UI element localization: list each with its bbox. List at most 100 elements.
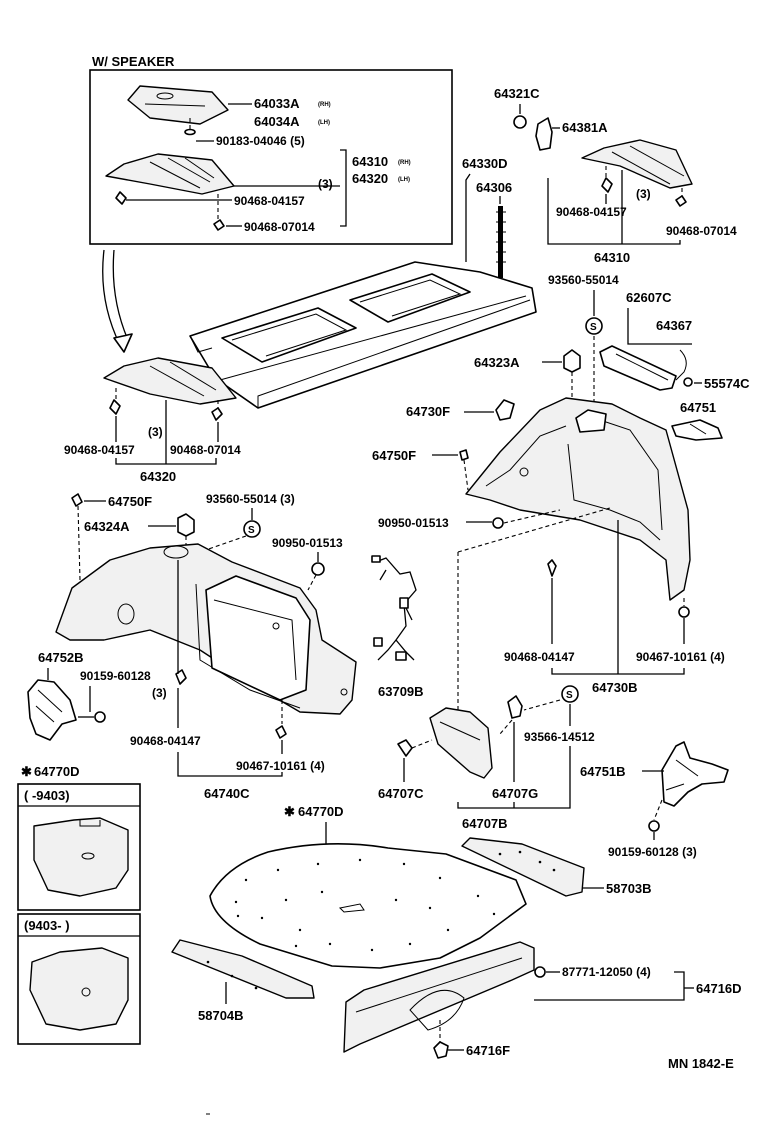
left-speaker-trim-part	[103, 357, 237, 405]
clip-part	[213, 219, 225, 231]
catalog-code: MN 1842-E	[668, 1056, 734, 1071]
floor-mat-early-part	[33, 817, 129, 897]
part-label-l64716d: 64716D	[696, 981, 742, 996]
trim-cover-part	[429, 707, 493, 779]
speaker-inset-frame	[89, 69, 453, 245]
part-label-qty3: (3)	[318, 177, 333, 191]
part-label-l93560b: 93560-55014 (3)	[206, 492, 295, 506]
part-label-l58704b: 58704B	[198, 1008, 244, 1023]
part-label-l64770d-box: 64770D	[34, 764, 80, 779]
mat-variant-box-early	[17, 783, 141, 911]
clip-part	[675, 195, 687, 207]
clip-part	[275, 725, 287, 739]
clip-part	[507, 695, 523, 719]
part-label-l-qty3: (3)	[148, 425, 163, 439]
inset-pointer-arrow	[102, 249, 129, 346]
part-label-l64707g: 64707G	[492, 786, 538, 801]
part-label-lh1: (LH)	[318, 120, 330, 126]
inset-title: W/ SPEAKER	[92, 54, 175, 69]
wire-harness-part	[375, 557, 417, 661]
clip-part	[459, 449, 469, 461]
floor-board-right-part	[461, 837, 585, 897]
part-label-l64751b: 64751B	[580, 764, 626, 779]
floor-mat-late-part	[29, 947, 129, 1031]
part-label-l90950b: 90950-01513	[378, 516, 449, 530]
part-label-l90159a-qty: (3)	[152, 686, 167, 700]
bolt-part	[94, 711, 106, 723]
part-label-l64707b: 64707B	[462, 816, 508, 831]
part-label-l64730b: 64730B	[592, 680, 638, 695]
clip-part	[433, 1041, 449, 1059]
svg-text:S: S	[590, 322, 597, 333]
s-clip-part	[561, 685, 579, 703]
svg-text:✱: ✱	[21, 764, 32, 779]
floor-board-left-part	[171, 939, 315, 999]
clip-part	[563, 349, 581, 373]
part-label-l93566: 93566-14512	[524, 730, 595, 744]
part-label-p64320: 64320	[352, 171, 388, 186]
clip-part	[71, 493, 83, 507]
screw-part	[513, 115, 527, 129]
part-label-l90467b: 90467-10161 (4)	[636, 650, 725, 664]
part-label-l64707c: 64707C	[378, 786, 424, 801]
part-label-l64320: 64320	[140, 469, 176, 484]
part-label-range2: (9403- )	[24, 918, 70, 933]
part-label-p64310: 64310	[352, 154, 388, 169]
part-label-l64751: 64751	[680, 400, 716, 415]
part-label-l64740c: 64740C	[204, 786, 250, 801]
part-label-l55574c: 55574C	[704, 376, 750, 391]
grommet-part	[184, 128, 196, 136]
part-label-l64321c: 64321C	[494, 86, 540, 101]
part-label-l58703b: 58703B	[606, 881, 652, 896]
left-quarter-trim-part	[55, 543, 357, 715]
lock-striker-bracket-part	[671, 419, 723, 441]
speaker-side-trim-part	[105, 153, 235, 195]
svg-text:✱: ✱	[284, 804, 295, 819]
part-label-l64323a: 64323A	[474, 355, 520, 370]
part-label-l90467a: 90467-10161 (4)	[236, 759, 325, 773]
clip-part	[115, 191, 127, 205]
clip-part	[397, 739, 413, 757]
svg-text:S: S	[248, 525, 255, 536]
bolt-part	[648, 820, 660, 832]
right-speaker-trim-part	[581, 139, 693, 189]
part-label-r-qty3: (3)	[636, 187, 651, 201]
part-label-l90950a: 90950-01513	[272, 536, 343, 550]
mat-rivet-dots	[234, 858, 496, 952]
part-label-r90468b: 90468-07014	[666, 224, 737, 238]
s-clip-part	[585, 317, 603, 335]
part-label-l90468c: 90468-04147	[130, 734, 201, 748]
clip-part	[211, 407, 223, 421]
part-label-range1: ( -9403)	[24, 788, 70, 803]
part-label-p90468b: 90468-07014	[244, 220, 315, 234]
nut-part	[492, 517, 504, 529]
part-label-l64324a: 64324A	[84, 519, 130, 534]
part-label-l64750f-l: 64750F	[108, 494, 152, 509]
clip-part	[177, 513, 195, 537]
bolt-part	[534, 966, 546, 978]
part-label-l62607c: 62607C	[626, 290, 672, 305]
part-label-l64367: 64367	[656, 318, 692, 333]
retainer-part	[495, 399, 515, 421]
luggage-lamp-part	[599, 345, 677, 391]
clip-part	[547, 559, 557, 577]
part-label-l64770d-main: 64770D	[298, 804, 344, 819]
nut-part	[311, 562, 325, 576]
part-label-l90468d: 90468-04147	[504, 650, 575, 664]
part-label-lh2: (LH)	[398, 177, 410, 183]
svg-text:S: S	[566, 690, 573, 701]
part-label-r90468a: 90468-04157	[556, 205, 627, 219]
part-label-l64716f: 64716F	[466, 1043, 510, 1058]
hinge-bracket-part	[27, 679, 77, 741]
luggage-floor-mat-part	[209, 843, 527, 969]
part-label-p90468a: 90468-04157	[234, 194, 305, 208]
part-label-l63709b: 63709B	[378, 684, 424, 699]
part-label-l93560a: 93560-55014	[548, 273, 619, 287]
part-label-l64381a: 64381A	[562, 120, 608, 135]
clip-part	[601, 177, 613, 193]
mat-variant-box-late	[17, 913, 141, 1045]
right-quarter-trim-part	[465, 397, 691, 601]
part-label-p64034a: 64034A	[254, 114, 300, 129]
part-label-rh2: (RH)	[398, 160, 411, 166]
